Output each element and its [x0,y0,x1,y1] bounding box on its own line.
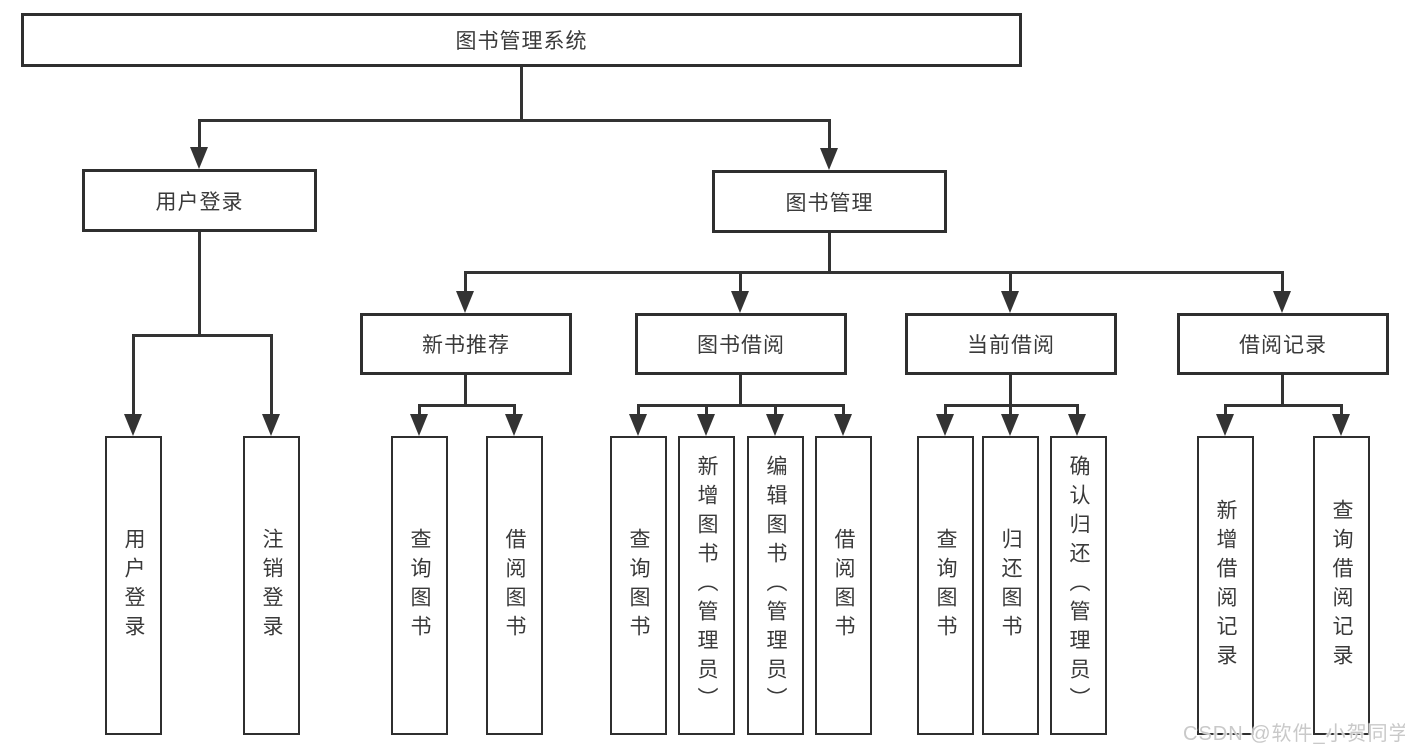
connector-drop-leaf [705,404,708,415]
leaf-query-book-current: 查询图书 [917,436,974,735]
connector-drop-leaf [1340,404,1343,415]
arrow-down-icon [410,414,428,436]
leaf-user-login-label: 用户登录 [122,527,145,644]
connector-drop-leaf [774,404,777,415]
node-root: 图书管理系统 [21,13,1022,67]
arrow-down-icon [697,414,715,436]
connector-book-borrowing-bus [637,404,844,407]
leaf-logout: 注销登录 [243,436,300,735]
leaf-query-book-current-label: 查询图书 [934,527,957,644]
leaf-logout-label: 注销登录 [260,527,283,644]
leaf-query-borrow-record-label: 查询借阅记录 [1330,498,1353,673]
connector-drop-leaf-user-login [132,334,135,415]
connector-drop-leaf [637,404,640,415]
node-borrowing-records: 借阅记录 [1177,313,1389,375]
connector-drop-leaf [418,404,421,415]
connector-drop-current-borrowing [1009,271,1012,292]
connector-user-login-stem [198,232,201,337]
connector-book-management-stem [828,233,831,274]
watermark: CSDN @软件_小贺同学 [1183,723,1405,745]
node-current-borrowing-label: 当前借阅 [967,334,1055,357]
connector-drop-leaf [1076,404,1079,415]
connector-new-book-recommend-stem [464,375,467,407]
connector-drop-new-book-recommend [464,271,467,292]
connector-drop-book-management [828,119,831,148]
leaf-borrow-book-recommend: 借阅图书 [486,436,543,735]
connector-drop-borrowing-records [1281,271,1284,292]
arrow-down-icon [936,414,954,436]
leaf-edit-book-admin-label: 编辑图书（管理员） [764,455,787,716]
arrow-down-icon [1001,291,1019,313]
leaf-query-book-recommend: 查询图书 [391,436,448,735]
leaf-add-book-admin-label: 新增图书（管理员） [695,455,718,716]
node-book-management: 图书管理 [712,170,947,233]
arrow-down-icon [731,291,749,313]
arrow-down-icon [124,414,142,436]
connector-new-book-recommend-bus [418,404,516,407]
arrow-down-icon [1332,414,1350,436]
connector-drop-leaf [1224,404,1227,415]
leaf-confirm-return-admin: 确认归还（管理员） [1050,436,1107,735]
leaf-confirm-return-admin-label: 确认归还（管理员） [1067,455,1090,716]
node-new-book-recommend: 新书推荐 [360,313,572,375]
node-root-label: 图书管理系统 [455,30,588,53]
arrow-down-icon [1068,414,1086,436]
leaf-add-borrow-record-label: 新增借阅记录 [1214,498,1237,673]
leaf-borrow-book-recommend-label: 借阅图书 [503,527,526,644]
arrow-down-icon [262,414,280,436]
connector-drop-user-login [198,119,201,148]
arrow-down-icon [834,414,852,436]
leaf-borrow-book-borrowing-label: 借阅图书 [832,527,855,644]
node-book-borrowing: 图书借阅 [635,313,847,375]
leaf-query-borrow-record: 查询借阅记录 [1313,436,1370,735]
arrow-down-icon [1273,291,1291,313]
leaf-user-login: 用户登录 [105,436,162,735]
connector-current-borrowing-stem [1009,375,1012,407]
arrow-down-icon [190,147,208,169]
arrow-down-icon [505,414,523,436]
node-book-borrowing-label: 图书借阅 [697,334,785,357]
leaf-query-book-recommend-label: 查询图书 [408,527,431,644]
arrow-down-icon [456,291,474,313]
arrow-down-icon [820,148,838,170]
leaf-add-borrow-record: 新增借阅记录 [1197,436,1254,735]
connector-book-management-bus [464,271,1284,274]
connector-drop-leaf [1009,404,1012,415]
connector-user-login-bus [132,334,272,337]
arrow-down-icon [766,414,784,436]
node-current-borrowing: 当前借阅 [905,313,1117,375]
connector-drop-leaf-logout [270,334,273,415]
arrow-down-icon [1001,414,1019,436]
node-book-management-label: 图书管理 [785,191,874,215]
connector-borrowing-records-stem [1281,375,1284,407]
leaf-query-book-borrowing-label: 查询图书 [627,527,650,644]
leaf-edit-book-admin: 编辑图书（管理员） [747,436,804,735]
leaf-return-book-label: 归还图书 [999,527,1022,644]
connector-root-bus [198,119,831,122]
connector-borrowing-records-bus [1224,404,1341,407]
node-user-login: 用户登录 [82,169,317,232]
leaf-return-book: 归还图书 [982,436,1039,735]
leaf-add-book-admin: 新增图书（管理员） [678,436,735,735]
node-new-book-recommend-label: 新书推荐 [422,334,510,357]
node-borrowing-records-label: 借阅记录 [1239,334,1327,357]
arrow-down-icon [629,414,647,436]
connector-drop-book-borrowing [739,271,742,292]
connector-book-borrowing-stem [739,375,742,407]
node-user-login-label: 用户登录 [155,190,244,214]
connector-drop-leaf [944,404,947,415]
leaf-borrow-book-borrowing: 借阅图书 [815,436,872,735]
connector-root-stem [520,67,523,121]
connector-drop-leaf [513,404,516,415]
connector-drop-leaf [842,404,845,415]
arrow-down-icon [1216,414,1234,436]
leaf-query-book-borrowing: 查询图书 [610,436,667,735]
